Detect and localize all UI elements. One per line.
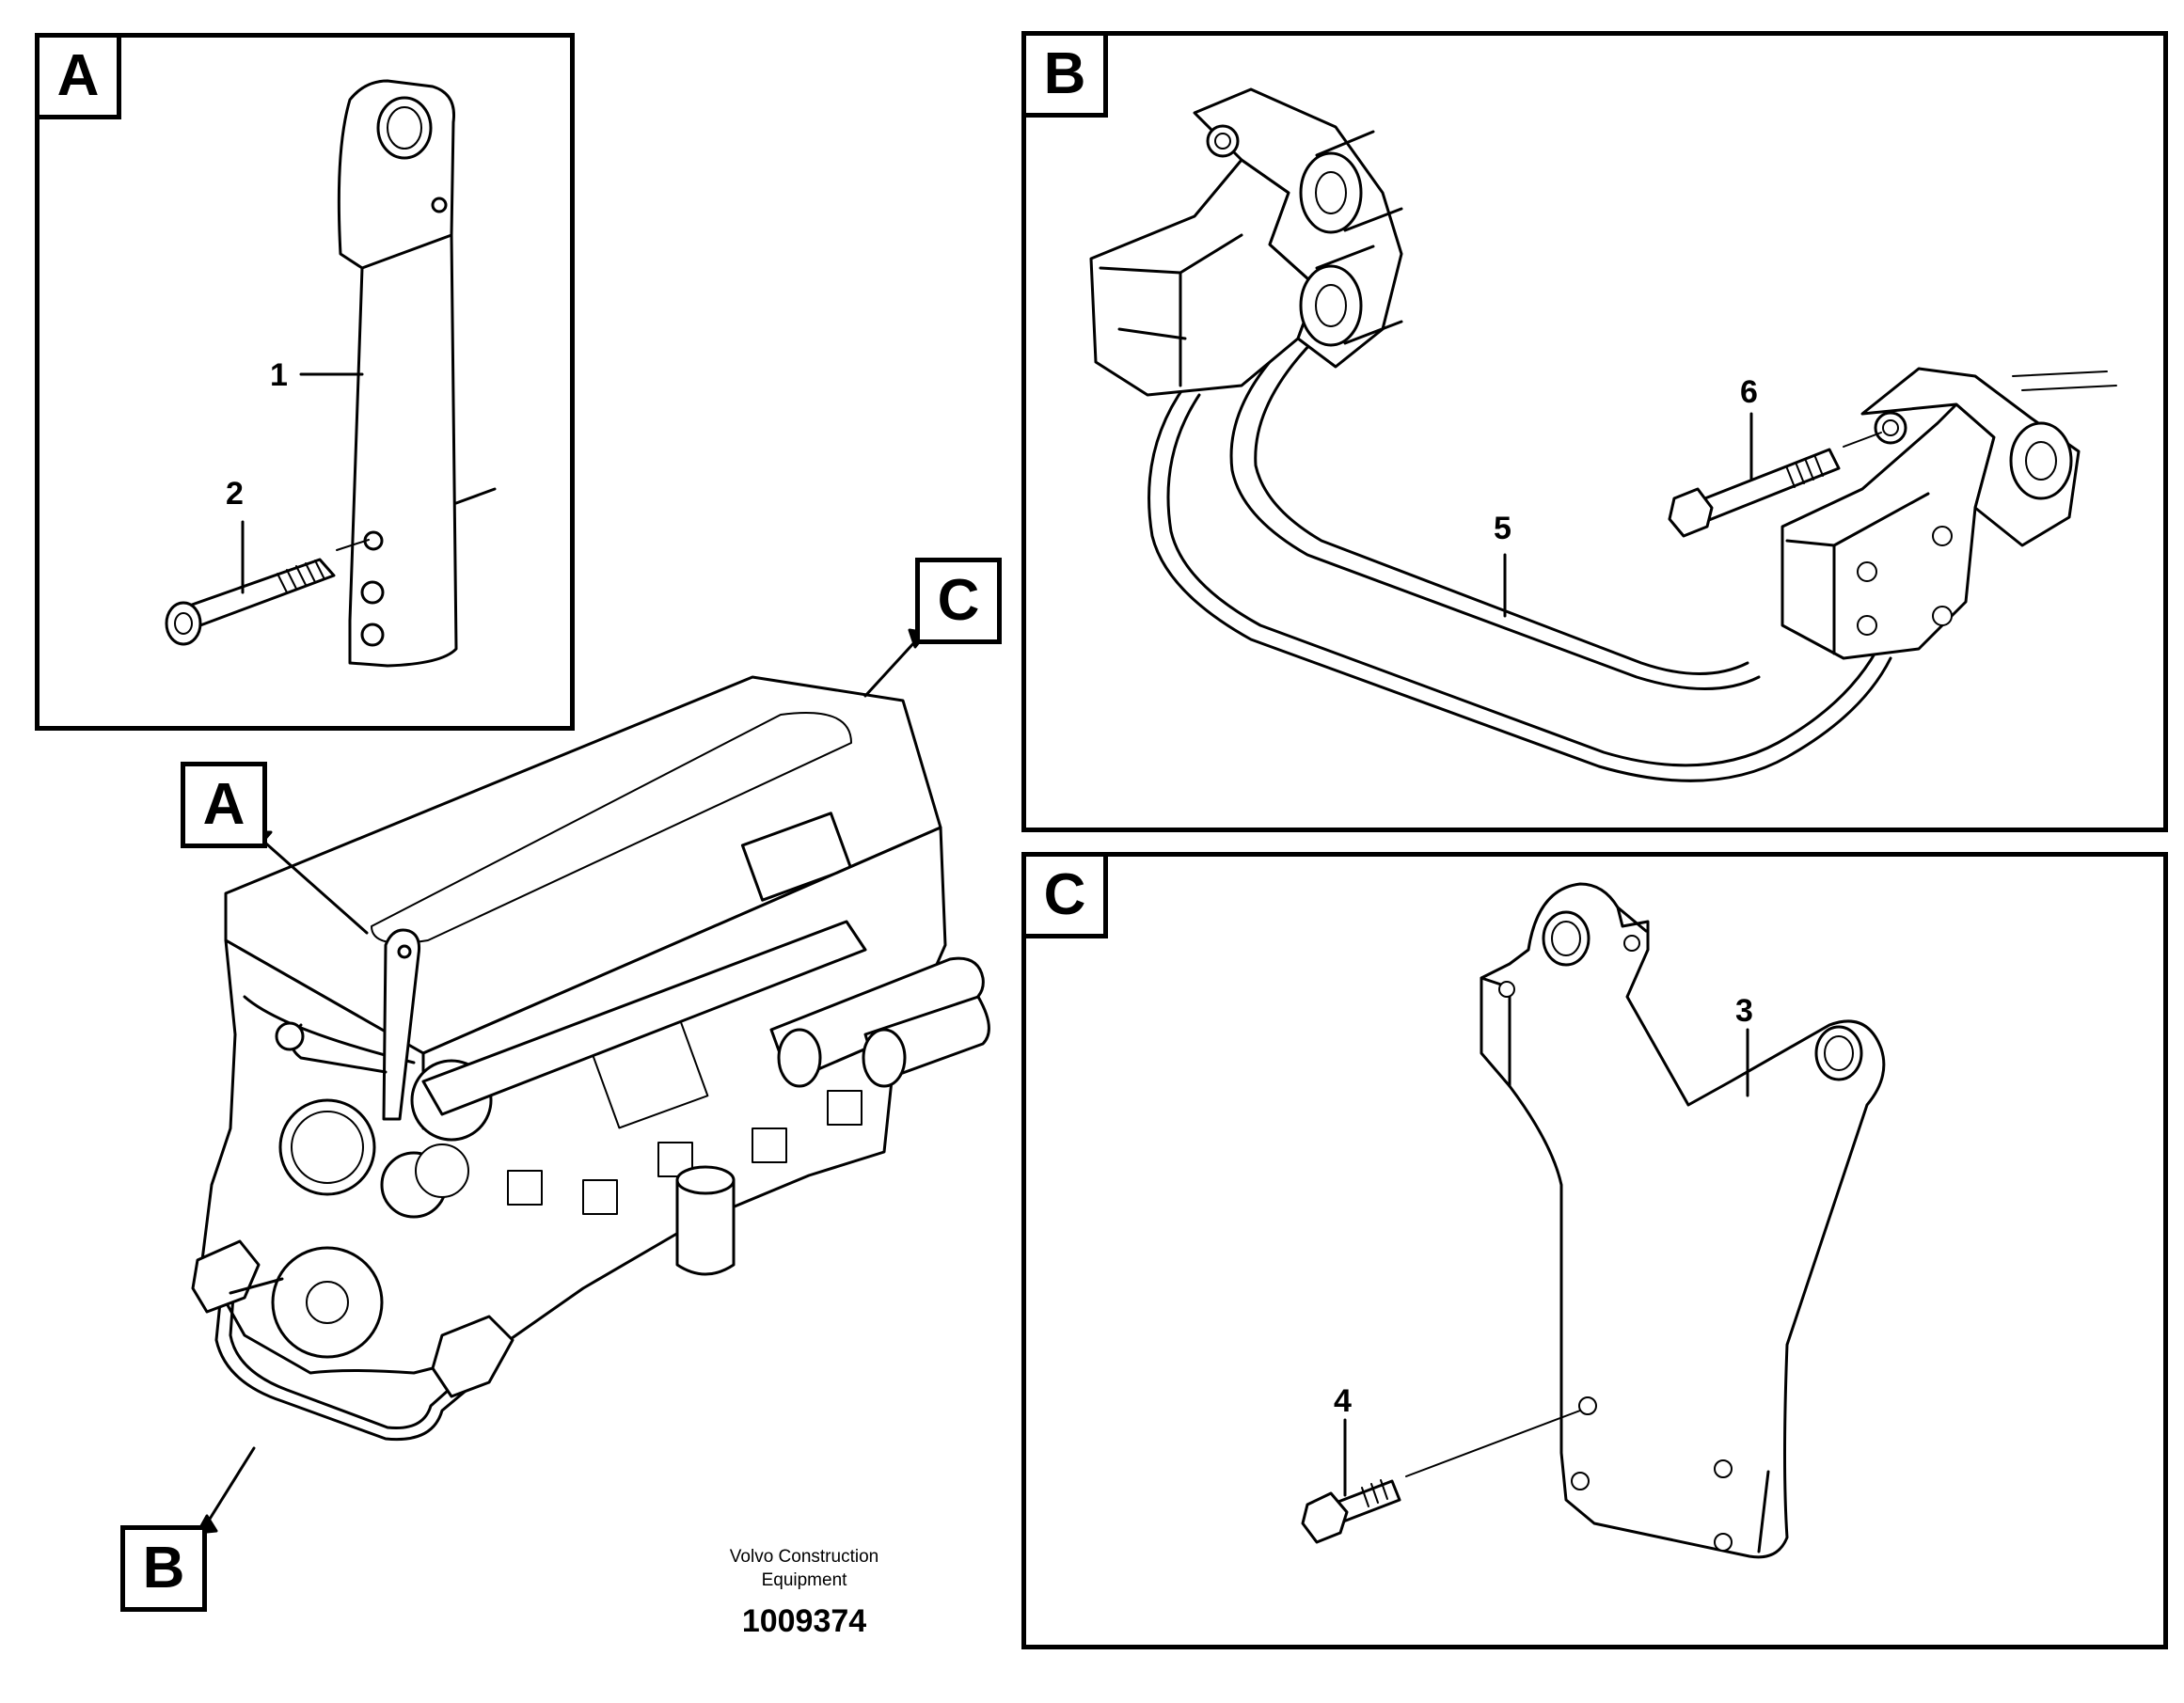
manufacturer-line-1: Volvo Construction: [729, 1547, 879, 1567]
manufacturer-line-2: Equipment: [761, 1570, 847, 1590]
callout-part-2: 2: [226, 476, 244, 512]
front-bracket-part-5: [1089, 87, 2117, 782]
callout-part-5: 5: [1494, 511, 1511, 546]
panel-a-tag: A: [35, 33, 121, 119]
leader-lines-c: [1343, 1028, 1749, 1497]
panel-b-tag: B: [1021, 31, 1108, 118]
callout-part-1: 1: [270, 357, 288, 393]
panel-c-tag: C: [1021, 852, 1108, 938]
overview-tag-a: A: [181, 762, 267, 848]
drawing-number: 1009374: [741, 1603, 867, 1639]
leader-lines-a: [241, 372, 364, 594]
screw-part-2: [165, 539, 370, 646]
detail-panel-a: [35, 33, 575, 731]
engine-assembly: [191, 675, 990, 1442]
overview-tag-c: C: [915, 558, 1002, 644]
lifting-eye-part-1: [337, 79, 497, 668]
callout-part-3: 3: [1735, 993, 1753, 1029]
overview-tag-b: B: [120, 1525, 207, 1612]
screw-part-6: [1668, 432, 1882, 538]
callout-part-6: 6: [1740, 374, 1758, 410]
callout-part-4: 4: [1334, 1383, 1352, 1419]
leader-lines-b: [1503, 412, 1753, 618]
screw-part-4: [1301, 1410, 1581, 1544]
rear-bracket-part-3: [1480, 882, 1886, 1559]
